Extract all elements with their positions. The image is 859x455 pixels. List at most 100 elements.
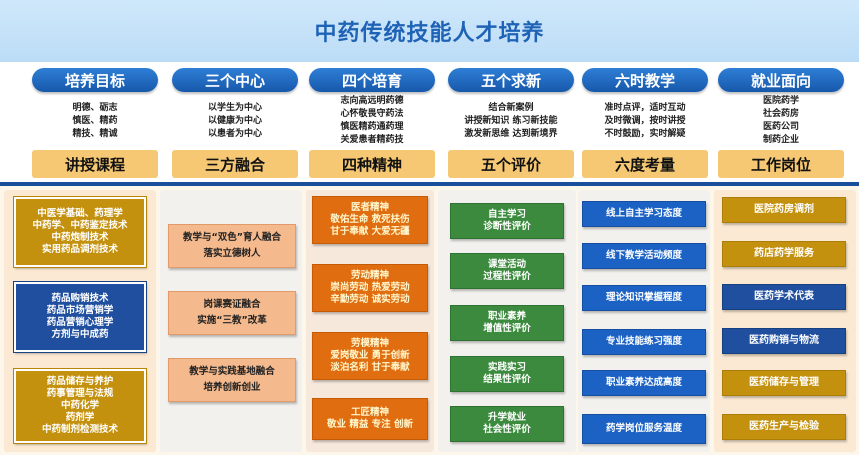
column-foot: 六度考量 [582, 150, 708, 178]
column-line: 医药公司 [762, 122, 799, 132]
spirit-line: 辛勤劳动 诚实劳动 [330, 294, 410, 305]
measure-text: 线上自主学习态度 [605, 208, 682, 219]
column-line: 制药企业 [762, 135, 799, 145]
evaluation-box: 自主学习 诊断性评价 [450, 203, 564, 239]
column-employment: 就业面向 医院药学 社会药房 医药公司 制药企业 工作岗位 [718, 68, 844, 178]
course-line: 中药学、中药鉴定技术 [32, 220, 128, 231]
column-body: 志向高远明药德 心怀敬畏守药法 慎医精药通药理 关爱患者精药技 [317, 95, 427, 147]
fusion-line: 教学与“双色”育人融合 [183, 232, 281, 243]
job-text: 医院药房调剂 [754, 204, 814, 215]
fusion-line: 教学与实践基地融合 [189, 366, 275, 377]
course-box: 药品购销技术 药品市场营销学 药品营销心理学 方剂与中成药 [13, 281, 147, 353]
column-body: 明德、砺志 慎医、精药 精技、精诚 [40, 95, 150, 147]
course-line: 药品市场营销学 [46, 305, 114, 316]
column-head: 三个中心 [172, 68, 298, 92]
evaluation-box: 职业素养 增值性评价 [450, 305, 564, 341]
spirit-line: 医者精神 [350, 202, 389, 213]
evaluation-line: 增值性评价 [483, 323, 531, 334]
fusion-box: 岗课赛证融合 实施“三教”改革 [168, 291, 296, 335]
evaluation-line: 升学就业 [487, 412, 526, 423]
column-foot: 三方融合 [172, 150, 298, 178]
measure-box: 专业技能练习强度 [582, 329, 706, 355]
column-line: 精技、精诚 [72, 128, 118, 139]
spirit-line: 敬业 精益 专注 创新 [327, 419, 413, 430]
job-box: 医院药房调剂 [722, 197, 846, 223]
column-line: 讲授新知识 练习新技能 [464, 115, 558, 126]
column-line: 社会药房 [762, 109, 799, 119]
spirit-box: 劳模精神 爱岗敬业 勇于创新 淡泊名利 甘于奉献 [312, 332, 428, 380]
course-line: 中药炮制技术 [51, 232, 109, 243]
evaluation-box: 升学就业 社会性评价 [450, 406, 564, 442]
column-three-centers: 三个中心 以学生为中心 以健康为中心 以患者为中心 三方融合 [172, 68, 298, 178]
measure-box: 线上自主学习态度 [582, 201, 706, 227]
spirit-box: 工匠精神 敬业 精益 专注 创新 [312, 398, 428, 440]
fusion-line: 培养创新创业 [203, 382, 261, 393]
job-box: 药店药学服务 [722, 241, 846, 267]
column-foot: 工作岗位 [718, 150, 844, 178]
course-line: 中医学基础、药理学 [37, 208, 123, 219]
evaluation-line: 职业素养 [487, 311, 526, 322]
evaluation-box: 实践实习 结果性评价 [450, 356, 564, 392]
column-line: 以健康为中心 [207, 115, 262, 126]
column-head: 培养目标 [32, 68, 158, 92]
evaluation-line: 实践实习 [487, 362, 526, 373]
column-body: 准时点评，适时互动 及时微调，按时讲授 不时鼓励，实时解疑 [590, 95, 700, 147]
measure-box: 理论知识掌握程度 [582, 285, 706, 311]
job-box: 医药学术代表 [722, 284, 846, 310]
spirit-box: 劳动精神 崇尚劳动 热爱劳动 辛勤劳动 诚实劳动 [312, 264, 428, 312]
spirit-line: 劳动精神 [350, 270, 389, 281]
course-line: 中药制剂检测技术 [41, 424, 118, 435]
column-five-innovations: 五个求新 结合新案例 讲授新知识 练习新技能 激发新思维 达到新境界 五个评价 [448, 68, 574, 178]
job-box: 医药购销与物流 [722, 328, 846, 354]
column-head: 六时教学 [582, 68, 708, 92]
column-line: 准时点评，适时互动 [604, 102, 686, 113]
job-text: 医药学术代表 [754, 291, 814, 302]
title-banner: 中药传统技能人才培养 [0, 0, 859, 62]
measure-text: 理论知识掌握程度 [605, 292, 682, 303]
column-line: 医院药学 [762, 96, 799, 106]
job-text: 药店药学服务 [754, 248, 814, 259]
column-line: 志向高远明药德 [340, 96, 404, 106]
column-body: 医院药学 社会药房 医药公司 制药企业 [726, 95, 836, 147]
fusion-box: 教学与“双色”育人融合 落实立德树人 [168, 224, 296, 268]
measure-box: 线下教学活动频度 [582, 243, 706, 269]
course-line: 药品购销技术 [51, 293, 109, 304]
column-head: 五个求新 [448, 68, 574, 92]
fusion-line: 落实立德树人 [203, 248, 261, 259]
evaluation-line: 结果性评价 [483, 374, 531, 385]
column-line: 以学生为中心 [207, 102, 262, 113]
job-text: 医药购销与物流 [749, 335, 819, 346]
measure-text: 药学岗位服务温度 [605, 423, 682, 434]
fusion-box: 教学与实践基地融合 培养创新创业 [168, 358, 296, 402]
course-line: 药品营销心理学 [46, 317, 114, 328]
measure-text: 职业素养达成高度 [605, 377, 682, 388]
spirit-line: 崇尚劳动 热爱劳动 [330, 282, 410, 293]
spirit-line: 甘于奉献 大爱无疆 [330, 226, 410, 237]
measure-box: 职业素养达成高度 [582, 370, 706, 396]
spirit-line: 淡泊名利 甘于奉献 [330, 362, 410, 373]
column-body: 结合新案例 讲授新知识 练习新技能 激发新思维 达到新境界 [456, 95, 566, 147]
course-line: 药事管理与法规 [46, 388, 114, 399]
course-line: 方剂与中成药 [51, 329, 109, 340]
course-line: 中药化学 [60, 400, 99, 411]
column-six-teaching: 六时教学 准时点评，适时互动 及时微调，按时讲授 不时鼓励，实时解疑 六度考量 [582, 68, 708, 178]
column-foot: 四种精神 [309, 150, 435, 178]
spirit-line: 工匠精神 [350, 407, 389, 418]
column-body: 以学生为中心 以健康为中心 以患者为中心 [180, 95, 290, 147]
course-box: 药品储存与养护 药事管理与法规 中药化学 药剂学 中药制剂检测技术 [13, 368, 147, 444]
fusion-line: 实施“三教”改革 [197, 315, 267, 326]
column-line: 以患者为中心 [207, 128, 262, 139]
column-head: 就业面向 [718, 68, 844, 92]
column-line: 慎医精药通药理 [340, 122, 404, 132]
column-line: 激发新思维 达到新境界 [464, 128, 558, 139]
panel-jobs [714, 190, 856, 452]
column-line: 结合新案例 [488, 102, 534, 113]
column-line: 明德、砺志 [72, 102, 118, 113]
panel-measures [578, 190, 710, 452]
evaluation-line: 自主学习 [487, 209, 526, 220]
job-box: 医药储存与管理 [722, 370, 846, 396]
course-line: 药剂学 [65, 412, 95, 423]
column-foot: 讲授课程 [32, 150, 158, 178]
evaluation-line: 过程性评价 [483, 271, 531, 282]
column-training-goals: 培养目标 明德、砺志 慎医、精药 精技、精诚 讲授课程 [32, 68, 158, 178]
